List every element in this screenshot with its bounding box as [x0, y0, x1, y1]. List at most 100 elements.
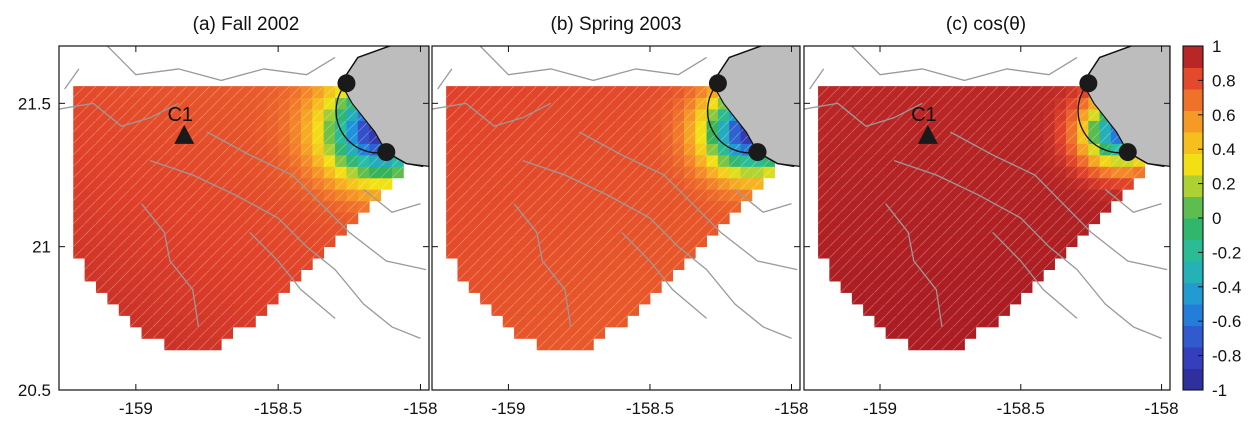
heatmap-cell	[908, 292, 920, 305]
cell-diagonal	[346, 200, 359, 213]
heatmap-cell	[672, 109, 685, 121]
heatmap-cell	[514, 212, 526, 225]
heatmap-cell	[209, 338, 222, 351]
heatmap-cell	[863, 177, 875, 190]
cell-diagonal	[975, 97, 988, 110]
heatmap-cell	[514, 235, 526, 248]
heatmap-cell	[582, 200, 594, 213]
cell-diagonal	[255, 189, 268, 202]
heatmap-cell	[908, 269, 920, 282]
heatmap-cell	[255, 269, 268, 282]
heatmap-cell	[198, 97, 211, 110]
heatmap-cell	[278, 189, 290, 202]
cell-diagonal	[300, 143, 313, 156]
heatmap-cell	[96, 189, 108, 202]
cell-diagonal	[175, 223, 188, 236]
cell-diagonal	[323, 223, 336, 236]
cell-diagonal	[502, 143, 515, 156]
cell-diagonal	[874, 257, 886, 270]
cell-diagonal	[862, 280, 875, 293]
cell-diagonal	[141, 200, 154, 213]
heatmap-cell	[829, 223, 841, 236]
heatmap-cell	[514, 326, 526, 339]
heatmap-cell	[1020, 258, 1033, 270]
cell-diagonal	[391, 166, 404, 179]
heatmap-cell	[593, 132, 606, 144]
heatmap-cell	[919, 189, 932, 202]
cell-diagonal	[334, 212, 347, 224]
cell-diagonal	[536, 246, 549, 259]
cell-diagonal	[593, 280, 605, 293]
cell-diagonal	[129, 97, 142, 110]
heatmap-cell	[1077, 132, 1089, 144]
cell-diagonal	[1088, 143, 1100, 156]
heatmap-cell	[851, 86, 864, 98]
cell-diagonal	[513, 108, 526, 121]
heatmap-cell	[346, 212, 359, 225]
heatmap-cell	[141, 166, 154, 179]
cell-diagonal	[277, 189, 290, 202]
cell-diagonal	[547, 143, 560, 156]
heatmap-cell	[1020, 223, 1033, 236]
cell-diagonal	[107, 166, 120, 179]
heatmap-cell	[491, 246, 504, 259]
heatmap-cell	[198, 326, 211, 339]
cell-diagonal	[479, 200, 492, 213]
cell-diagonal	[152, 143, 165, 156]
cell-diagonal	[975, 223, 988, 236]
heatmap-cell	[706, 166, 719, 179]
heatmap-cell	[874, 292, 887, 305]
heatmap-cell	[289, 269, 302, 282]
heatmap-cell	[896, 97, 909, 110]
heatmap-cell	[896, 86, 909, 98]
cell-diagonal	[164, 97, 176, 110]
cell-diagonal	[95, 108, 108, 121]
cell-diagonal	[638, 189, 651, 202]
cell-diagonal	[525, 234, 537, 247]
heatmap-cell	[818, 235, 830, 248]
heatmap-cell	[851, 223, 864, 236]
cell-diagonal	[547, 154, 560, 167]
heatmap-cell	[964, 223, 977, 236]
cell-diagonal	[706, 189, 719, 202]
heatmap-cell	[964, 177, 977, 190]
heatmap-cell	[683, 166, 696, 179]
heatmap-cell	[255, 143, 268, 156]
heatmap-cell	[312, 212, 325, 225]
cell-diagonal	[232, 303, 245, 316]
heatmap-cell	[829, 109, 841, 121]
cell-diagonal	[1065, 120, 1078, 133]
heatmap-cell	[73, 120, 86, 133]
cell-diagonal	[334, 200, 347, 213]
cell-diagonal	[536, 108, 549, 121]
heatmap-cell	[695, 97, 707, 110]
heatmap-cell	[536, 154, 549, 167]
cell-diagonal	[1043, 223, 1055, 236]
heatmap-cell	[1077, 212, 1089, 225]
cell-diagonal	[952, 326, 965, 339]
cell-diagonal	[175, 212, 188, 224]
heatmap-cell	[953, 235, 965, 248]
heatmap-cell	[141, 304, 154, 316]
cell-diagonal	[593, 97, 605, 110]
heatmap-cell	[164, 326, 177, 339]
heatmap-cell	[930, 120, 943, 133]
heatmap-cell	[604, 304, 617, 316]
heatmap-cell	[930, 143, 943, 156]
heatmap-cell	[582, 246, 594, 259]
cell-diagonal	[513, 166, 526, 179]
heatmap-cell	[1065, 97, 1078, 110]
cell-diagonal	[683, 189, 696, 202]
cell-diagonal	[975, 177, 988, 190]
heatmap-cell	[107, 212, 120, 225]
heatmap-cell	[323, 223, 336, 236]
heatmap-cell	[266, 177, 279, 190]
heatmap-cell	[468, 166, 481, 179]
heatmap-cell	[672, 235, 685, 248]
cell-diagonal	[885, 292, 898, 305]
cell-diagonal	[862, 303, 875, 316]
cell-diagonal	[930, 200, 943, 213]
cell-diagonal	[919, 280, 931, 293]
cell-diagonal	[986, 315, 999, 328]
cell-diagonal	[479, 280, 492, 293]
